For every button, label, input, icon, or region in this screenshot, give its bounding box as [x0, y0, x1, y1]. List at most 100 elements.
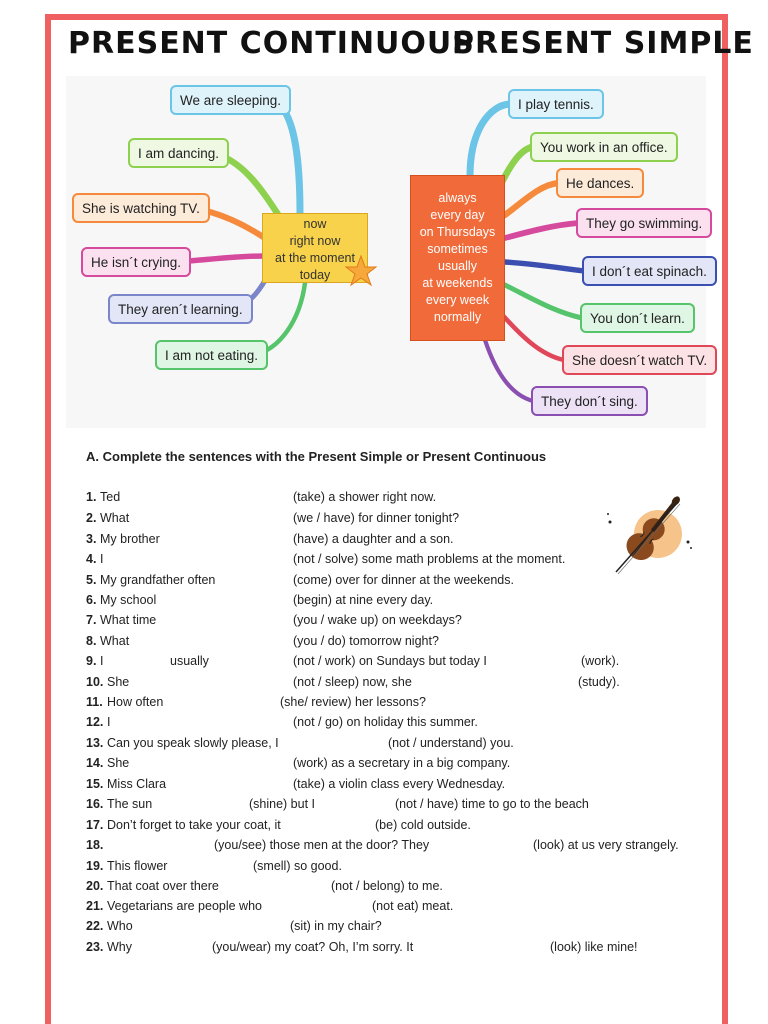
- exercise-subject: Don’t forget to take your coat, it: [107, 818, 281, 832]
- exercise-prompt: (we / have) for dinner tonight?: [293, 511, 460, 525]
- exercise-number: 7.: [86, 613, 97, 627]
- exercise-number: 6.: [86, 593, 97, 607]
- exercise-subject: What: [100, 634, 130, 648]
- exercise-prompt: (she/ review) her lessons?: [280, 695, 426, 709]
- exercise-prompt: (have) a daughter and a son.: [293, 532, 454, 546]
- ps-branch: [495, 307, 567, 363]
- pc-bubble-2: I am dancing.: [128, 138, 230, 168]
- exercise-prompt: (work) as a secretary in a big company.: [293, 756, 511, 770]
- pc-time-3: at the moment: [275, 251, 355, 265]
- exercise-number: 15.: [86, 777, 104, 791]
- pc-time-1: now: [303, 217, 327, 231]
- exercise-number: 10.: [86, 675, 104, 689]
- exercise-subject: Can you speak slowly please, I: [107, 736, 279, 750]
- ps-bubble-1: I play tennis.: [508, 89, 604, 119]
- exercise-prompt-second: (look) like mine!: [550, 940, 638, 954]
- pc-bubble-4: He isn´t crying.: [81, 247, 192, 277]
- exercise-prompt: (shine) but I: [249, 797, 316, 811]
- exercise-prompt: (be) cold outside.: [375, 818, 471, 832]
- exercise-subject: My school: [100, 593, 157, 607]
- ps-branch: [482, 337, 536, 404]
- ps-frequency-expressions: always every day on Thursdays sometimes …: [410, 175, 505, 341]
- exercise-prompt: (sit) in my chair?: [290, 919, 382, 933]
- exercise-number: 21.: [86, 899, 104, 913]
- exercise-prompt: (not / belong) to me.: [331, 879, 443, 893]
- exercise-subject: She: [107, 675, 130, 689]
- exercise-number: 23.: [86, 940, 104, 954]
- exercise-subject: Ted: [100, 490, 121, 504]
- title-present-simple: PRESENT SIMPLE: [452, 26, 754, 61]
- exercise-subject: I: [100, 654, 104, 668]
- exercise-subject: This flower: [107, 859, 168, 873]
- exercise-subject: What time: [100, 613, 157, 627]
- exercise-number: 16.: [86, 797, 104, 811]
- exercise-prompt-second: (work).: [581, 654, 620, 668]
- exercise-subject: My grandfather often: [100, 573, 216, 587]
- ps-bubble-2: You work in an office.: [530, 132, 678, 162]
- pc-bubble-5: They aren´t learning.: [108, 294, 253, 324]
- exercise-subject: Vegetarians are people who: [107, 899, 262, 913]
- ps-freq-2: every day: [430, 208, 485, 222]
- ps-bubble-6: You don´t learn.: [580, 303, 695, 333]
- exercise-number: 4.: [86, 552, 97, 566]
- exercise-number: 12.: [86, 715, 104, 729]
- ps-branch: [502, 220, 581, 241]
- ps-branch: [501, 179, 562, 219]
- exercise-prompt: (not / go) on holiday this summer.: [293, 715, 478, 729]
- exercise-subject: My brother: [100, 532, 160, 546]
- pc-bubble-6: I am not eating.: [155, 340, 269, 370]
- exercise-number: 9.: [86, 654, 97, 668]
- exercise-prompt: (come) over for dinner at the weekends.: [293, 573, 514, 587]
- exercise-prompt: (take) a violin class every Wednesday.: [293, 777, 506, 791]
- exercise-number: 17.: [86, 818, 104, 832]
- pc-time-expressions: now right now at the moment today: [262, 213, 368, 283]
- exercise-prompt: (take) a shower right now.: [293, 490, 437, 504]
- exercise-number: 1.: [86, 490, 97, 504]
- exercise-subject: The sun: [107, 797, 153, 811]
- exercise-prompt: (not eat) meat.: [372, 899, 454, 913]
- ps-freq-8: normally: [433, 310, 482, 324]
- pc-branch: [269, 96, 304, 218]
- pc-time-2: right now: [289, 234, 341, 248]
- ps-freq-5: usually: [438, 259, 477, 273]
- ps-branch: [502, 259, 587, 274]
- title-present-continuous: PRESENT CONTINUOUS: [68, 26, 475, 61]
- exercise-subject: I: [100, 552, 104, 566]
- ps-branch: [466, 100, 514, 180]
- exercise-prompt: (you / wake up) on weekdays?: [293, 613, 462, 627]
- exercise-subject: I: [107, 715, 111, 729]
- exercise-prompt: (you/wear) my coat? Oh, I’m sorry. It: [212, 940, 414, 954]
- exercise-number: 14.: [86, 756, 104, 770]
- exercise-number: 13.: [86, 736, 104, 750]
- ps-branch: [502, 282, 585, 321]
- exercise-number: 22.: [86, 919, 104, 933]
- ps-freq-1: always: [438, 191, 477, 205]
- exercise-prompt: (not / understand) you.: [388, 736, 514, 750]
- pc-bubble-3: She is watching TV.: [72, 193, 210, 223]
- exercise-subject: How often: [107, 695, 164, 709]
- exercise-number: 11.: [86, 695, 103, 709]
- exercise-subject: What: [100, 511, 130, 525]
- exercise-number: 8.: [86, 634, 97, 648]
- exercise-subject: Who: [107, 919, 133, 933]
- exercise-number: 2.: [86, 511, 97, 525]
- ps-freq-3: on Thursdays: [419, 225, 496, 239]
- exercise-prompt: (not / work) on Sundays but today I: [293, 654, 487, 668]
- exercise-prompt: (not / sleep) now, she: [293, 675, 412, 689]
- exercise-number: 3.: [86, 532, 97, 546]
- exercise-prompt-second: (study).: [578, 675, 620, 689]
- exercise-subject: She: [107, 756, 130, 770]
- exercise-prompt: (not / solve) some math problems at the …: [293, 552, 566, 566]
- pc-bubble-1: We are sleeping.: [170, 85, 292, 115]
- violin-icon: [607, 496, 692, 575]
- ps-bubble-7: She doesn´t watch TV.: [562, 345, 718, 375]
- exercise-adverb: usually: [170, 654, 209, 668]
- exercise-prompt: (you/see) those men at the door? They: [214, 838, 430, 852]
- ps-bubble-4: They go swimming.: [576, 208, 713, 238]
- exercise-subject: That coat over there: [107, 879, 219, 893]
- exercise-subject: Miss Clara: [107, 777, 167, 791]
- exercise-subject: Why: [107, 940, 132, 954]
- ps-bubble-3: He dances.: [556, 168, 645, 198]
- exercise-prompt: (begin) at nine every day.: [293, 593, 434, 607]
- pc-time-4: today: [299, 268, 331, 282]
